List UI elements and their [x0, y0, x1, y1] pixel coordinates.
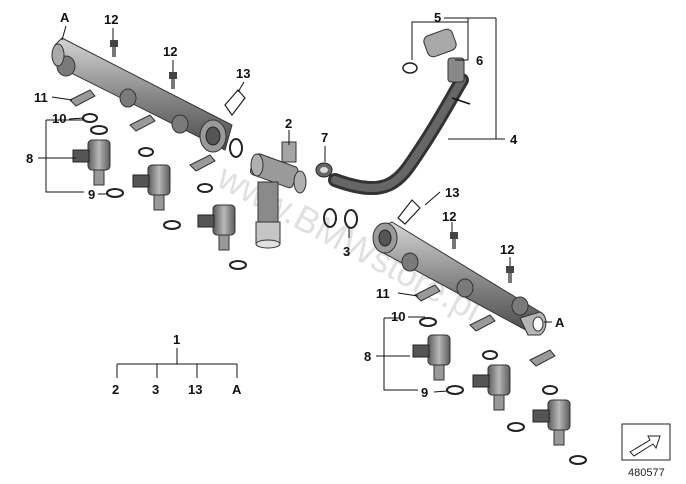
- label-11: 11: [376, 286, 390, 301]
- label-8: 8: [26, 151, 33, 166]
- o-ring: [542, 385, 558, 395]
- fuel-hose: [328, 28, 471, 196]
- bolt-12: [110, 40, 118, 57]
- label-13: 13: [445, 185, 459, 200]
- assembly-tree: 1 2 3 13 A: [112, 332, 242, 397]
- label-2: 2: [285, 116, 292, 131]
- bolt-12: [450, 232, 458, 249]
- label-6: 6: [476, 53, 483, 68]
- label-5: 5: [434, 10, 441, 25]
- label-10: 10: [391, 309, 405, 324]
- clip: [129, 114, 156, 132]
- tree-root-label: 1: [173, 332, 180, 347]
- seal-ring-9: [446, 385, 464, 395]
- injector: [197, 183, 236, 251]
- direction-box: 480577: [621, 423, 671, 479]
- seal-ring-9: [106, 188, 124, 198]
- o-ring-10: [82, 113, 98, 123]
- label-4: 4: [510, 132, 518, 147]
- tree-child-label: 2: [112, 382, 119, 397]
- label-A-top: A: [60, 10, 70, 25]
- label-12: 12: [500, 242, 514, 257]
- label-12: 12: [104, 12, 118, 27]
- seal-ring: [507, 422, 525, 432]
- tree-child-label: 13: [188, 382, 202, 397]
- o-ring-3: [344, 209, 358, 229]
- bolt-12: [169, 72, 177, 89]
- clip: [529, 349, 556, 367]
- injector: [412, 317, 451, 381]
- label-7: 7: [321, 130, 328, 145]
- label-A-right: A: [555, 315, 565, 330]
- label-10: 10: [52, 111, 66, 126]
- clip-11: [414, 284, 441, 302]
- tree-child-label: A: [232, 382, 242, 397]
- label-12: 12: [442, 209, 456, 224]
- label-11: 11: [34, 90, 48, 105]
- injector: [532, 399, 571, 446]
- label-9: 9: [421, 385, 428, 400]
- clip-11: [69, 89, 96, 107]
- arrow-icon: [629, 435, 661, 457]
- bolt-12: [506, 266, 514, 283]
- clip: [469, 314, 496, 332]
- seal-ring: [229, 260, 247, 270]
- fuel-rail-lower: [372, 221, 547, 336]
- seal-ring: [569, 455, 587, 465]
- union-nut-7: [315, 162, 333, 178]
- fuel-rail-upper: [51, 37, 233, 153]
- retaining-wire-13: [397, 199, 421, 225]
- seal-ring: [163, 220, 181, 230]
- callouts: A 12 12 13 11 10 8 9 2 7 3 5 6 4 13 12 1…: [26, 10, 565, 400]
- leader-lines: [38, 17, 552, 393]
- o-ring: [323, 208, 337, 228]
- reference-number: 480577: [628, 467, 665, 479]
- label-9: 9: [88, 187, 95, 202]
- injector: [132, 147, 171, 211]
- tree-child-label: 3: [152, 382, 159, 397]
- retaining-wire-13: [224, 89, 246, 117]
- o-ring: [229, 138, 243, 158]
- label-8: 8: [364, 349, 371, 364]
- label-3: 3: [343, 244, 350, 259]
- label-13: 13: [236, 66, 250, 81]
- label-12: 12: [163, 44, 177, 59]
- injector: [472, 364, 511, 411]
- clip: [189, 154, 216, 172]
- distributor-tee: [249, 141, 307, 249]
- injector: [72, 125, 111, 186]
- o-ring: [482, 350, 498, 360]
